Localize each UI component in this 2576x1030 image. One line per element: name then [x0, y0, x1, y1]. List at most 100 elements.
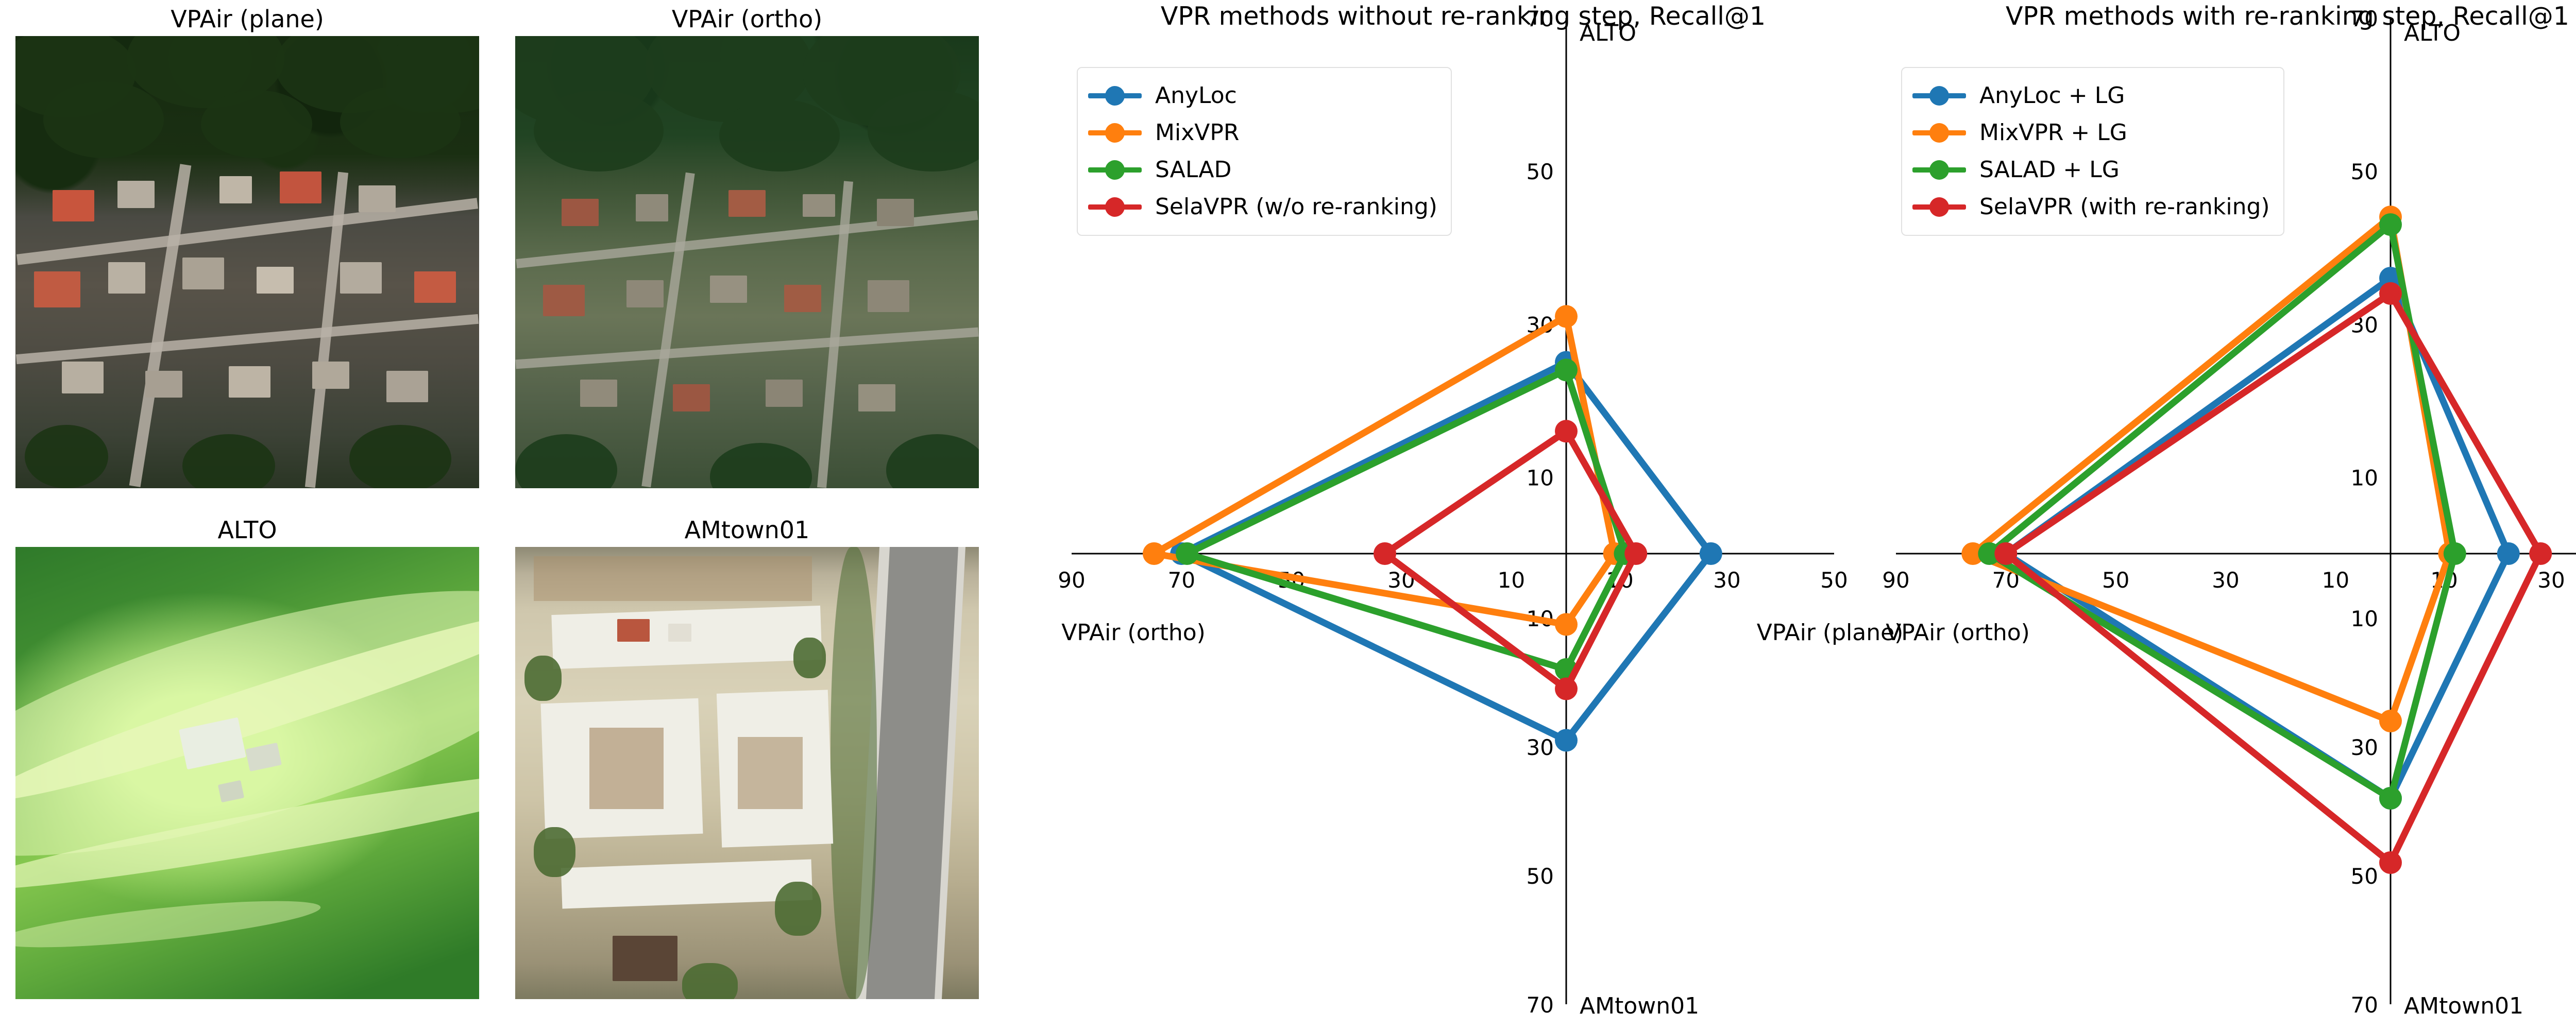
- radar-svg-1: 70503010103050709070503010103050ALTOVPAi…: [1882, 6, 2576, 1019]
- legend-item[interactable]: SALAD + LG: [1912, 151, 2270, 188]
- tick-label-horizontal: 30: [1713, 568, 1740, 593]
- series-point: [1978, 542, 2001, 565]
- series-point: [1176, 542, 1198, 565]
- legend-label: AnyLoc: [1155, 82, 1237, 109]
- legend-item[interactable]: MixVPR + LG: [1912, 114, 2270, 151]
- series-point: [1374, 542, 1396, 565]
- series-point: [1961, 542, 1985, 565]
- tick-label-horizontal: 10: [2322, 568, 2349, 593]
- tick-label-horizontal: 90: [1058, 568, 1085, 593]
- panel-caption: AMtown01: [684, 516, 810, 544]
- legend-marker-mixvpr-lg: [1912, 123, 1966, 143]
- legend-marker-salad: [1088, 160, 1142, 180]
- tick-label-horizontal: 30: [2537, 568, 2565, 593]
- axis-label-alto: ALTO: [1580, 20, 1636, 46]
- tick-label-vertical: 30: [2351, 735, 2378, 760]
- legend-marker-mixvpr: [1088, 123, 1142, 143]
- legend-item[interactable]: SALAD: [1088, 151, 1437, 188]
- tick-label-vertical: 50: [2351, 864, 2378, 889]
- tick-label-vertical: 10: [1527, 465, 1554, 490]
- axis-label-amtown01: AMtown01: [2404, 993, 2523, 1019]
- legend-label: AnyLoc + LG: [1979, 82, 2125, 109]
- series-point: [2497, 542, 2520, 565]
- series-point: [2529, 542, 2552, 565]
- legend-item[interactable]: SelaVPR (with re-ranking): [1912, 188, 2270, 226]
- panel-caption: VPAir (plane): [171, 5, 324, 33]
- series-point: [2379, 282, 2402, 305]
- tick-label-horizontal: 50: [2102, 568, 2129, 593]
- axis-label-vpair-plane: VPAir (plane): [1757, 620, 1904, 646]
- panel-caption: VPAir (ortho): [671, 5, 823, 33]
- tick-label-horizontal: 50: [1820, 568, 1848, 593]
- chart-title: VPR methods without re-ranking step, Rec…: [1160, 2, 1766, 31]
- legend-item[interactable]: AnyLoc: [1088, 77, 1437, 114]
- tick-label-vertical: 70: [2351, 6, 2378, 31]
- series-point: [1624, 542, 1648, 565]
- series-line-selavpr-with-re-ranking-: [2002, 290, 2544, 866]
- chart-with-reranking: VPR methods with re-ranking step, Recall…: [1875, 0, 2576, 1030]
- legend-label: MixVPR + LG: [1979, 119, 2127, 146]
- panel-vpair-plane: VPAir (plane): [15, 4, 479, 488]
- legend-label: SelaVPR (with re-ranking): [1979, 194, 2270, 220]
- legend-marker-anyloc-lg: [1912, 86, 1966, 106]
- series-point: [1555, 729, 1578, 752]
- panel-alto: ALTO: [15, 515, 479, 999]
- series-point: [1555, 613, 1578, 636]
- legend-item[interactable]: SelaVPR (w/o re-ranking): [1088, 188, 1437, 226]
- series-point: [2379, 851, 2402, 874]
- chart-without-reranking: VPR methods without re-ranking step, Rec…: [1051, 0, 1903, 1030]
- series-point: [2443, 542, 2466, 565]
- series-point: [2379, 787, 2402, 810]
- tick-label-vertical: 50: [1527, 159, 1554, 184]
- series-point: [1699, 542, 1722, 565]
- panel-amtown01: AMtown01: [515, 515, 979, 999]
- axis-label-amtown01: AMtown01: [1580, 993, 1699, 1019]
- legend-without-reranking[interactable]: AnyLoc MixVPR SALAD SelaVPR (w/o re-rank…: [1077, 67, 1452, 236]
- panel-caption: ALTO: [217, 516, 277, 544]
- aerial-image-alto: [15, 547, 479, 999]
- dataset-sample-images: VPAir (plane): [0, 0, 1051, 1030]
- legend-label: SALAD + LG: [1979, 157, 2120, 183]
- series-point: [1555, 358, 1578, 382]
- tick-label-vertical: 10: [2351, 465, 2378, 490]
- tick-label-vertical: 10: [2351, 606, 2378, 631]
- tick-label-vertical: 70: [2351, 992, 2378, 1018]
- radar-plot-1: 70503010103050709070503010103050ALTOVPAi…: [1875, 0, 2576, 1030]
- series-point: [2379, 710, 2402, 732]
- series-point: [2379, 213, 2402, 236]
- aerial-image-vpair-ortho: [515, 36, 979, 488]
- legend-marker-anyloc: [1088, 86, 1142, 106]
- legend-marker-selavpr-rr: [1912, 197, 1966, 217]
- axis-label-vpair-ortho: VPAir (ortho): [1886, 620, 2030, 646]
- panel-vpair-ortho: VPAir (ortho): [515, 4, 979, 488]
- legend-item[interactable]: MixVPR: [1088, 114, 1437, 151]
- legend-item[interactable]: AnyLoc + LG: [1912, 77, 2270, 114]
- series-point: [1555, 305, 1578, 328]
- series-point: [1555, 677, 1578, 700]
- legend-marker-selavpr: [1088, 197, 1142, 217]
- tick-label-horizontal: 90: [1882, 568, 1909, 593]
- legend-with-reranking[interactable]: AnyLoc + LG MixVPR + LG SALAD + LG SelaV…: [1901, 67, 2284, 236]
- series-point: [1555, 420, 1578, 443]
- aerial-image-vpair-plane: [15, 36, 479, 488]
- legend-label: SelaVPR (w/o re-ranking): [1155, 194, 1437, 220]
- tick-label-vertical: 70: [1527, 992, 1554, 1018]
- tick-label-vertical: 50: [1527, 864, 1554, 889]
- tick-label-horizontal: 30: [2212, 568, 2239, 593]
- axis-label-vpair-ortho: VPAir (ortho): [1061, 620, 1206, 646]
- chart-title: VPR methods with re-ranking step, Recall…: [2006, 2, 2569, 31]
- axis-label-alto: ALTO: [2404, 20, 2461, 46]
- tick-label-vertical: 50: [2351, 159, 2378, 184]
- aerial-image-amtown01: [515, 547, 979, 999]
- tick-label-horizontal: 10: [1498, 568, 1525, 593]
- legend-marker-salad-lg: [1912, 160, 1966, 180]
- series-point: [1143, 542, 1165, 565]
- tick-label-horizontal: 70: [1168, 568, 1195, 593]
- tick-label-vertical: 70: [1527, 6, 1554, 31]
- legend-label: SALAD: [1155, 157, 1232, 183]
- tick-label-vertical: 30: [1527, 735, 1554, 760]
- series-point: [1994, 542, 2018, 565]
